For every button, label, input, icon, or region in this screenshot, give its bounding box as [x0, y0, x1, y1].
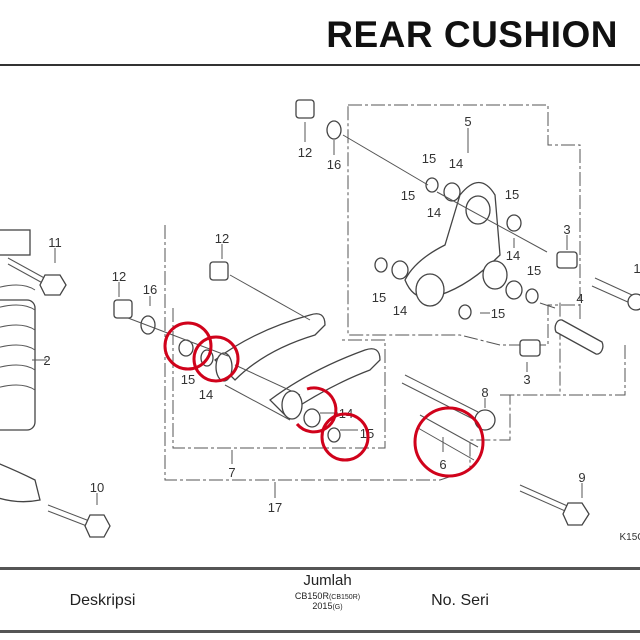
pipe-6: [419, 414, 479, 448]
callout: 16: [327, 157, 341, 172]
highlight-circle: [320, 412, 370, 462]
page-title: REAR CUSHION: [326, 14, 618, 55]
collar-3-bottom: [519, 339, 541, 357]
highlight-circle: [413, 406, 485, 478]
nut-12-top: [295, 99, 315, 119]
bolt-11: [7, 257, 67, 296]
callout: 11: [48, 235, 62, 250]
parts-diagram: 12 16 5 15 14 15 14 15 3 11 12 12 16 15 …: [0, 99, 640, 543]
callout: 3: [523, 372, 530, 387]
callout: 12: [298, 145, 312, 160]
callout: 6: [439, 457, 446, 472]
washer-16-top: [326, 120, 342, 140]
callout: 14: [449, 156, 463, 171]
callout: 2: [43, 353, 50, 368]
shock-absorber: [0, 229, 41, 503]
diagram-code: K15C: [619, 532, 640, 543]
bolt-1: [591, 277, 640, 311]
model-year: 2015: [312, 601, 333, 611]
callout: 12: [112, 269, 126, 284]
washer-16-left: [140, 315, 156, 335]
collar-3-top: [556, 251, 578, 269]
parts-table-header: Deskripsi Jumlah CB150R(CB150R) 2015(G) …: [0, 567, 640, 633]
nut-12-left: [113, 299, 133, 319]
bolt-8: [401, 374, 496, 431]
callout: 16: [143, 282, 157, 297]
highlight-circle: [163, 321, 213, 371]
link-plate-upper: [214, 313, 326, 381]
group-frame-7: [172, 308, 386, 449]
callout: 14: [506, 248, 520, 263]
callout: 15: [491, 306, 505, 321]
model-name: CB150R: [294, 591, 329, 601]
quantity-label: Jumlah: [303, 572, 352, 589]
callout: 4: [576, 291, 583, 306]
callout: 9: [578, 470, 585, 485]
callout: 10: [90, 480, 104, 495]
callout: 12: [215, 231, 229, 246]
year-code: (G): [332, 604, 343, 611]
callout: 15: [422, 151, 436, 166]
description-column-header: Deskripsi: [69, 592, 136, 609]
serial-column-header: No. Seri: [431, 592, 489, 609]
callout-labels: 12 16 5 15 14 15 14 15 3 11 12 12 16 15 …: [43, 114, 640, 543]
group-frame-17: [164, 225, 561, 481]
callout: 15: [372, 290, 386, 305]
bolt-9: [519, 484, 590, 526]
callout: 8: [481, 385, 488, 400]
callout: 15: [401, 188, 415, 203]
highlight-marks: [163, 321, 485, 478]
callout: 17: [268, 500, 282, 515]
nut-12-mid: [209, 261, 229, 281]
group-frame-right: [500, 345, 626, 396]
highlight-circle: [192, 335, 240, 383]
callout: 1: [633, 261, 640, 276]
callout: 15: [505, 187, 519, 202]
callout: 14: [427, 205, 441, 220]
callout: 3: [563, 222, 570, 237]
bushing-4: [554, 319, 604, 355]
title-divider: [0, 64, 640, 66]
callout: 5: [464, 114, 471, 129]
callout: 14: [393, 303, 407, 318]
quantity-column-header: Jumlah CB150R(CB150R) 2015(G): [270, 572, 385, 611]
model-code: (CB150R): [328, 594, 361, 601]
callout: 15: [181, 372, 195, 387]
callout: 15: [527, 263, 541, 278]
group-frame-5: [347, 104, 581, 346]
callout: 7: [228, 465, 235, 480]
callout: 14: [199, 387, 213, 402]
bolt-10: [47, 504, 111, 538]
